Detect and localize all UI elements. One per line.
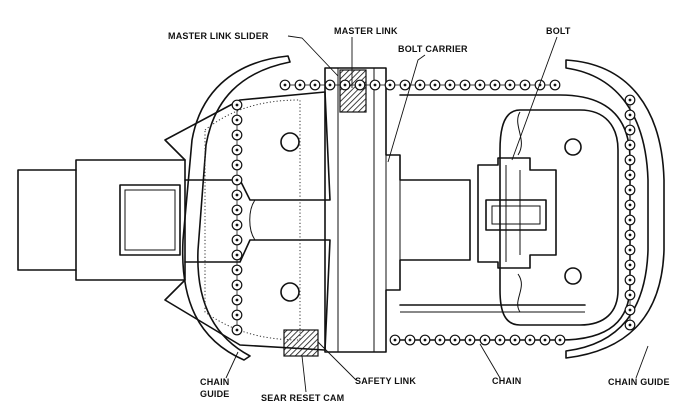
chain-pin	[523, 83, 527, 87]
chain-pin	[235, 328, 239, 332]
label-sear-reset-cam: SEAR RESET CAM	[261, 393, 344, 403]
chain-pin	[483, 338, 487, 342]
chain-pin	[453, 338, 457, 342]
chain-pin	[543, 338, 547, 342]
chain-pin	[403, 83, 407, 87]
chain-pin	[628, 308, 632, 312]
chain-pin	[448, 83, 452, 87]
chain-pin	[628, 263, 632, 267]
chain-pin	[388, 83, 392, 87]
label-bolt-carrier: BOLT CARRIER	[398, 44, 468, 54]
drive-shaft	[17, 159, 186, 281]
chain-pin	[235, 148, 239, 152]
chain-pin	[498, 338, 502, 342]
chain-pin	[463, 83, 467, 87]
chain-pin	[628, 203, 632, 207]
chain-pin	[528, 338, 532, 342]
chain-pin	[235, 163, 239, 167]
chain-pin	[513, 338, 517, 342]
chain-pin	[628, 128, 632, 132]
chain-pin	[235, 103, 239, 107]
chain-pin	[553, 83, 557, 87]
sear-reset-cam	[283, 329, 319, 357]
feeder-housing	[399, 94, 631, 341]
chain-pin	[628, 323, 632, 327]
leader-lines	[225, 35, 649, 393]
bolt-carrier	[324, 67, 471, 353]
chain-pin	[235, 238, 239, 242]
chain-pin	[373, 83, 377, 87]
chain-pin	[423, 338, 427, 342]
chain-pin	[343, 83, 347, 87]
label-chain-guide-left-line2: GUIDE	[200, 389, 230, 399]
chain-pin	[628, 248, 632, 252]
label-bolt: BOLT	[546, 26, 571, 36]
chain-pin	[235, 208, 239, 212]
chain-pin	[235, 268, 239, 272]
chain-pin	[468, 338, 472, 342]
chain-pin	[298, 83, 302, 87]
chain-pin	[328, 83, 332, 87]
chain-pin	[235, 178, 239, 182]
bolt	[477, 157, 557, 269]
chain-pin	[283, 83, 287, 87]
chain-pin	[628, 113, 632, 117]
chain-pin	[418, 83, 422, 87]
chain-pin	[478, 83, 482, 87]
chain-pin	[433, 83, 437, 87]
label-master-link-slider: MASTER LINK SLIDER	[168, 31, 269, 41]
roller-chain	[231, 79, 636, 346]
chain-pin	[628, 173, 632, 177]
left-chain-guide	[181, 55, 291, 361]
label-chain-guide-right: CHAIN GUIDE	[608, 377, 670, 387]
master-link-slider	[339, 69, 367, 113]
drive-sprocket	[164, 91, 331, 351]
label-safety-link: SAFETY LINK	[355, 376, 416, 386]
chain-pin	[493, 83, 497, 87]
chain-pin	[628, 233, 632, 237]
chain-pin	[235, 193, 239, 197]
label-chain: CHAIN	[492, 376, 522, 386]
chain-pin	[438, 338, 442, 342]
chain-pin	[235, 283, 239, 287]
chain-pin	[628, 293, 632, 297]
chain-pin	[235, 298, 239, 302]
chain-pin	[313, 83, 317, 87]
chain-pin	[558, 338, 562, 342]
chain-pin	[628, 143, 632, 147]
chain-pin	[393, 338, 397, 342]
chain-pin	[235, 253, 239, 257]
chain-pin	[235, 223, 239, 227]
chain-pin	[628, 98, 632, 102]
chain-pin	[408, 338, 412, 342]
chain-pin	[628, 278, 632, 282]
chain-pin	[628, 188, 632, 192]
chain-pin	[235, 313, 239, 317]
chain-pin	[628, 158, 632, 162]
chain-pin	[235, 118, 239, 122]
label-chain-guide-left-line1: CHAIN	[200, 377, 230, 387]
chain-pin	[235, 133, 239, 137]
chain-pin	[508, 83, 512, 87]
label-master-link: MASTER LINK	[334, 26, 398, 36]
right-chain-guide	[565, 59, 665, 359]
chain-pin	[358, 83, 362, 87]
chain-pin	[628, 218, 632, 222]
